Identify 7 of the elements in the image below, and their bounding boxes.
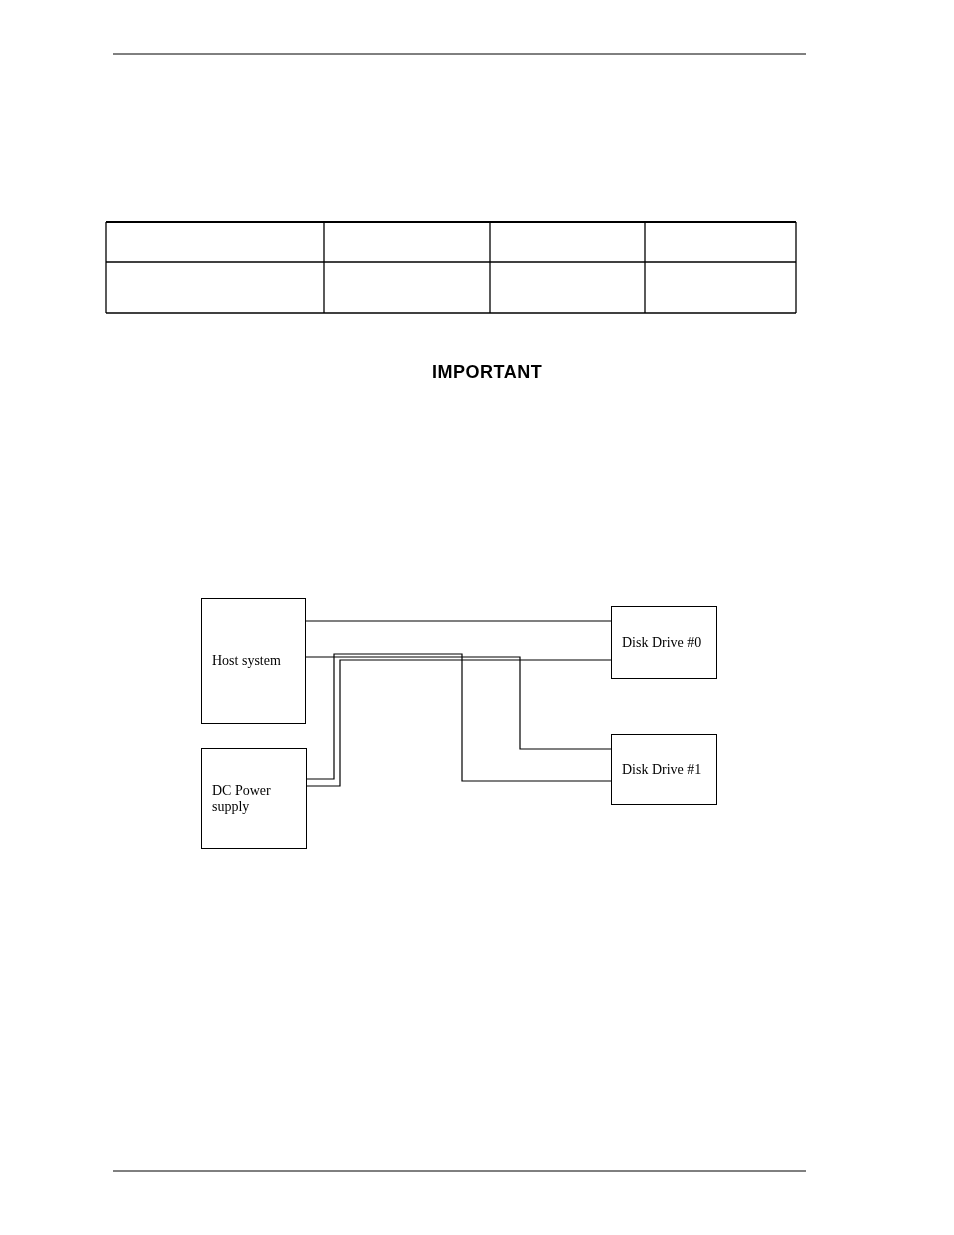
device-box: Disk Drive #0: [611, 606, 717, 679]
cable-line: [305, 656, 612, 750]
device-box: Host system: [201, 598, 306, 724]
cable-line: [305, 620, 612, 622]
device-box: Disk Drive #1: [611, 734, 717, 805]
device-box: DC Power supply: [201, 748, 307, 849]
heading: IMPORTANT: [432, 362, 543, 383]
